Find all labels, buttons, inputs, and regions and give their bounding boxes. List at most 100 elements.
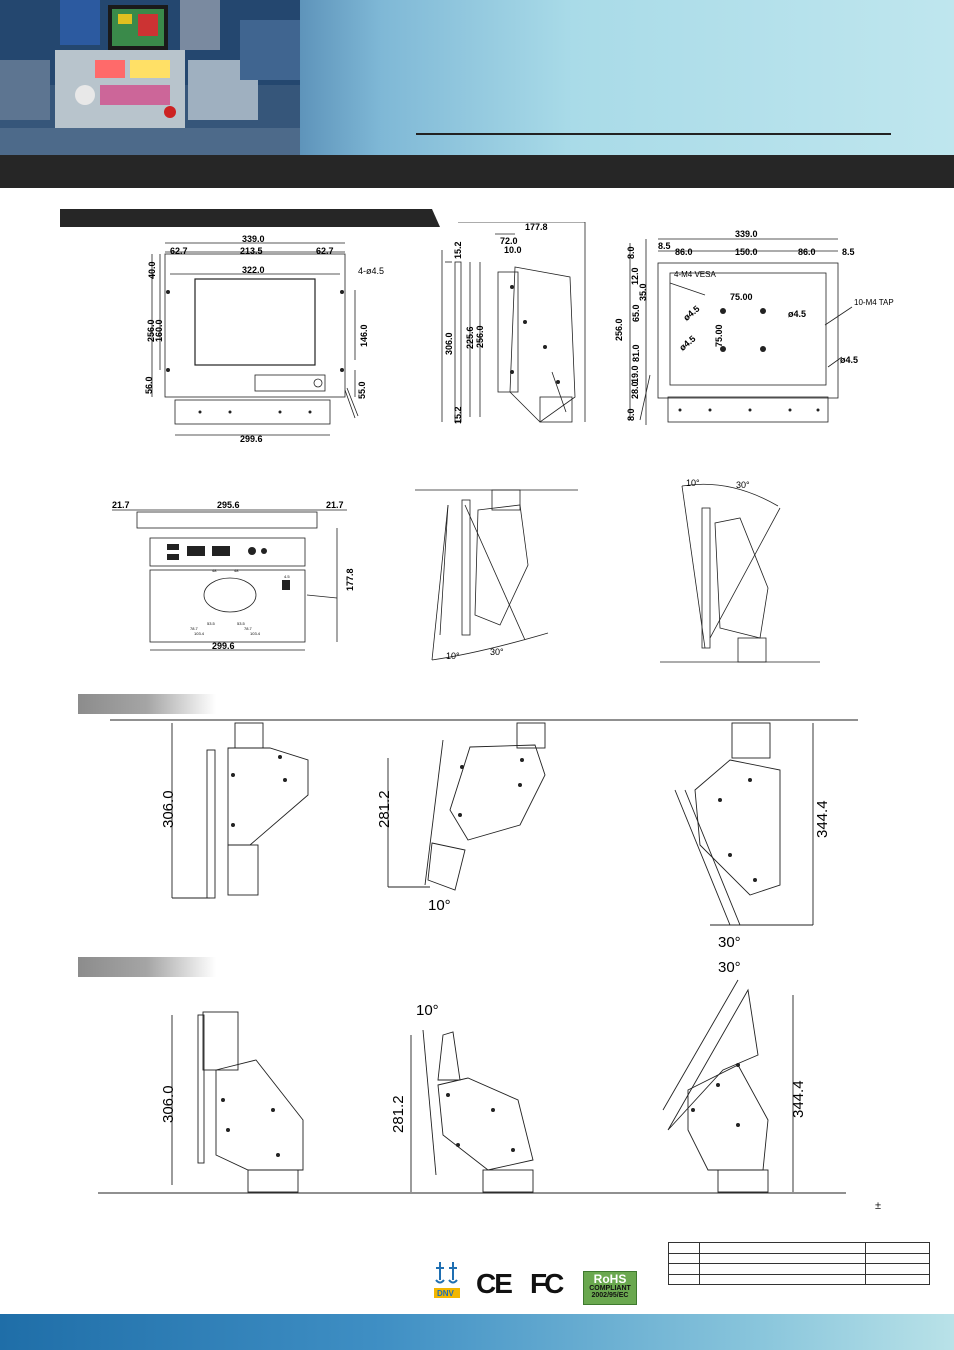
dim-306: 306.0 [444,332,454,355]
floor-h3: 344.4 [790,1080,807,1118]
dim-146: 146.0 [359,324,369,347]
dim-15b: 15.2 [453,406,463,424]
ceiling-h1: 306.0 [160,790,177,828]
dim-center: 213.5 [240,246,263,256]
rear-dim-e: 8.5 [842,247,855,257]
dim-299: 299.6 [240,434,263,444]
side-view-drawing: 177.8 72.0 10.0 15.2 306.0 225.6 256.0 1… [441,222,586,424]
fcc-logo: FC [530,1268,564,1299]
rear-dim-8b: 8.0 [626,408,636,421]
dnv-anchor-icon: DNV [432,1258,462,1302]
dim-56: 56.0 [144,376,154,394]
footer-band [0,1314,954,1350]
front-view-drawing: 339.0 62.7 213.5 62.7 322.0 40.0 256.0 1… [144,234,384,444]
header-rule [416,133,891,135]
floor-h2: 281.2 [390,1095,407,1133]
ceiling-mount-drawings: 306.0 281.2 344.4 10° 30° [110,719,858,951]
bottom-dim-a: 21.7 [112,500,130,510]
spec-table [668,1242,930,1285]
dim-55: 55.0 [357,381,367,399]
floor-mount-drawings: 306.0 281.2 344.4 10° 30° [98,960,846,1194]
ce-logo: CE [476,1268,513,1299]
dim-15a: 15.2 [453,241,463,259]
table-row [668,1273,930,1285]
tilt-label-c: 10° [686,478,700,488]
dim-256: 256.0 [146,319,156,342]
dim-160: 160.0 [154,319,164,342]
ceiling-h3: 344.4 [814,800,831,838]
small-c: 4.5 [284,574,290,579]
phi-c: ø4.5 [788,309,806,319]
dimensions-section-tab [60,209,440,227]
vesa-75-h: 75.00 [730,292,753,302]
tilt-label-b: 30° [490,647,504,657]
ceiling-mount-tab [78,694,216,714]
rohs-sub: COMPLIANT [589,1285,631,1292]
rear-dim-width: 339.0 [735,229,758,239]
dim-256-side: 256.0 [475,325,485,348]
small-h: 103.4 [194,631,205,636]
rear-dim-12: 12.0 [630,267,640,285]
hole-label: 4-ø4.5 [358,266,384,276]
dim-width: 339.0 [242,234,265,244]
small-d: 53.5 [207,621,216,626]
phi-a: ø4.5 [681,303,701,322]
ceiling-a1: 10° [428,897,451,914]
rear-dim-65: 65.0 [631,304,641,322]
table-row [668,1263,930,1275]
rear-dim-8a: 8.0 [626,246,636,259]
header-photo [0,0,954,155]
dim-177: 177.8 [525,222,548,232]
dim-10: 10.0 [504,245,522,255]
bottom-dim-e: 299.6 [212,641,235,651]
rear-dim-a: 8.5 [658,241,671,251]
bottom-view-drawing: 21.7 295.6 21.7 177.8 299.6 48 48 4.5 53… [112,500,355,651]
dim-inner: 322.0 [242,265,265,275]
ceiling-h2: 281.2 [376,790,393,828]
title-band [0,155,954,188]
rear-dim-28: 28.0 [630,381,640,399]
rohs-title: RoHS [593,1272,627,1286]
tilt-label-d: 30° [736,480,750,490]
small-b: 48 [234,568,239,573]
tap-label: 10-M4 TAP [854,298,894,307]
vesa-label: 4-M4 VESA [674,270,716,279]
tilt-floor-drawing: 10° 30° [660,478,820,663]
rear-dim-256: 256.0 [614,318,624,341]
rear-view-drawing: 339.0 8.5 86.0 150.0 86.0 8.5 12.0 35.0 … [614,229,894,425]
small-a: 48 [212,568,217,573]
rear-dim-81: 81.0 [631,344,641,362]
phi-d: ø4.5 [840,355,858,365]
rear-dim-d: 86.0 [798,247,816,257]
tilt-label-a: 10° [446,651,460,661]
floor-h1: 306.0 [160,1085,177,1123]
dim-40: 40.0 [147,261,157,279]
floor-a2: 30° [718,960,741,976]
rohs-logo: RoHS COMPLIANT 2002/95/EC [583,1271,637,1305]
small-e: 53.5 [237,621,246,626]
rear-dim-c: 150.0 [735,247,758,257]
rohs-code: 2002/95/EC [591,1292,629,1299]
bottom-dim-d: 177.8 [345,568,355,591]
dim-225: 225.6 [465,326,475,349]
bottom-dim-b: 295.6 [217,500,240,510]
dim-right: 62.7 [316,246,334,256]
phi-b: ø4.5 [677,333,697,352]
table-row [668,1252,930,1264]
vesa-75-v: 75.00 [714,324,724,347]
dim-left: 62.7 [170,246,188,256]
rear-dim-35: 35.0 [638,283,648,301]
bottom-dim-c: 21.7 [326,500,344,510]
rear-dim-b: 86.0 [675,247,693,257]
ceiling-a2: 30° [718,934,741,951]
small-g: 78.7 [244,626,253,631]
tolerance-symbol: ± [875,1200,882,1212]
floor-mount-tab [78,957,216,977]
svg-text:DNV: DNV [437,1289,455,1298]
floor-a1: 10° [416,1002,439,1019]
small-f: 78.7 [190,626,199,631]
table-row [668,1242,930,1254]
dnv-logo: DNV [432,1258,462,1302]
control-console-image [0,0,300,155]
small-i: 103.4 [250,631,261,636]
